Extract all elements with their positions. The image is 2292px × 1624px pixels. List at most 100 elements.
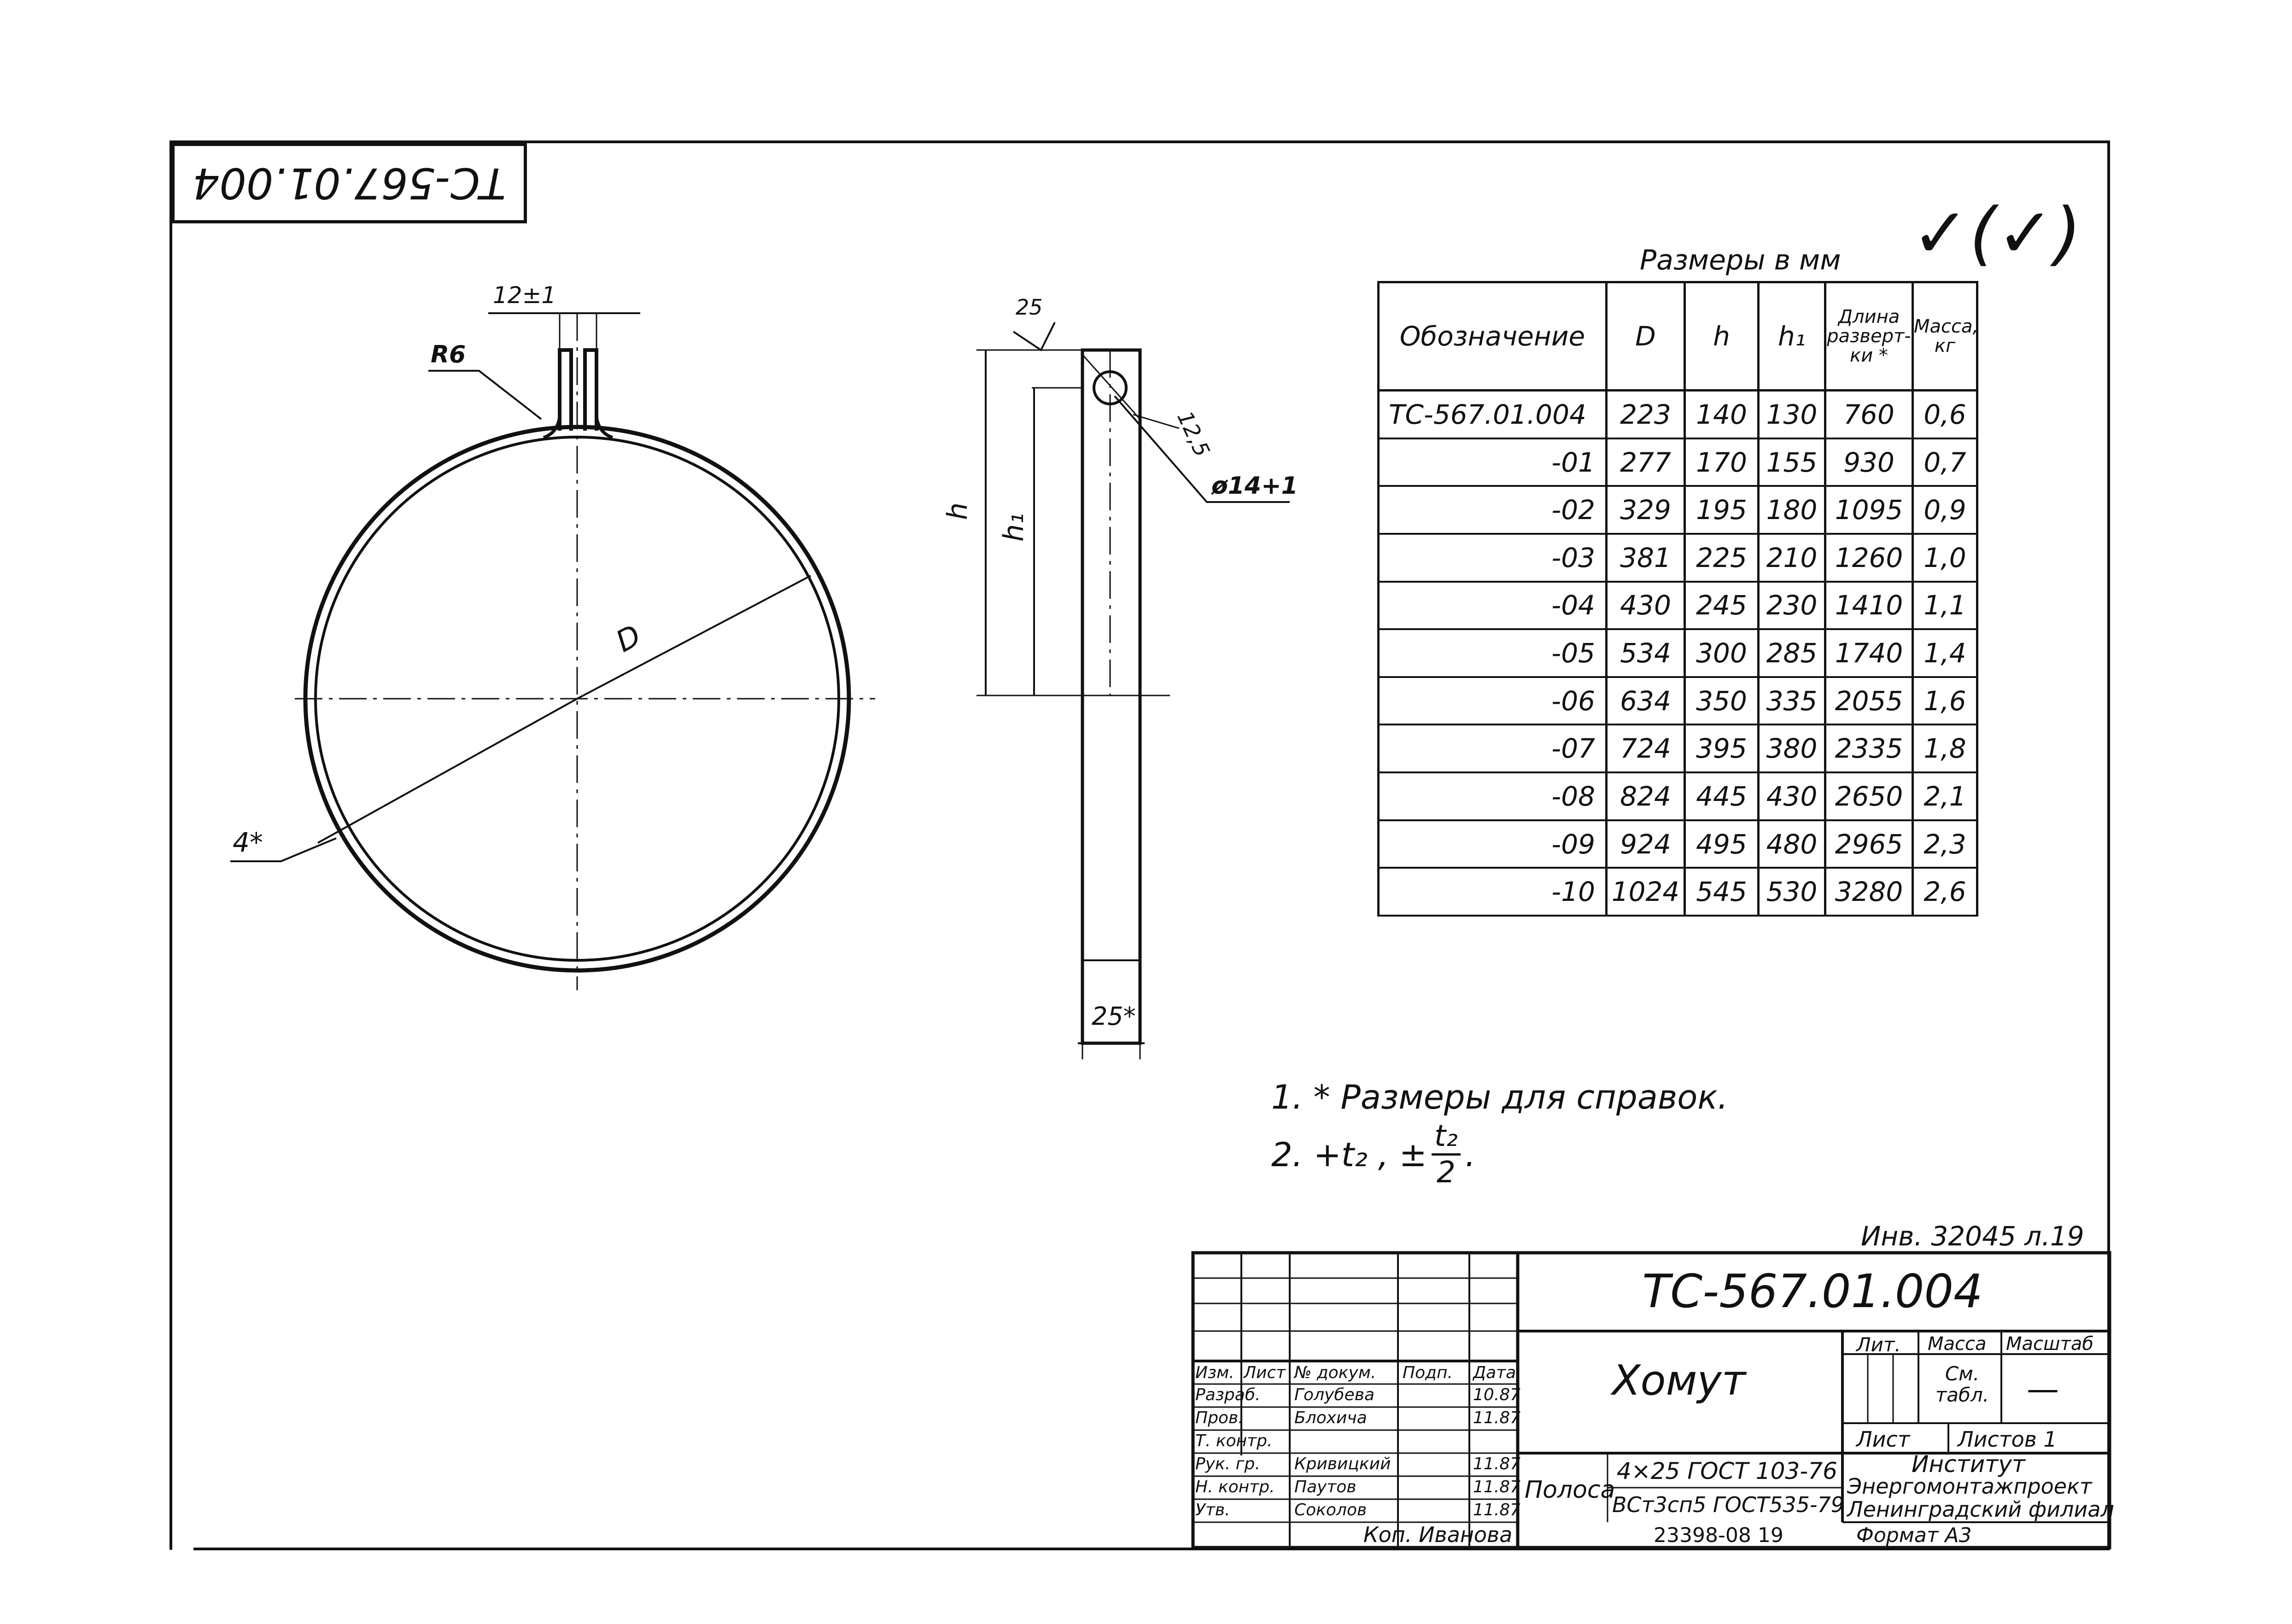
frame-top <box>170 140 2110 143</box>
tb-material-line1: 4×25 ГОСТ 103-76 <box>1617 1458 1837 1484</box>
table-cell: 130 <box>1757 389 1826 439</box>
table-cell: 2055 <box>1824 676 1914 726</box>
col-header-designation: Обозначение <box>1377 281 1608 391</box>
table-cell: 230 <box>1757 580 1826 631</box>
tb-sheets-label: Листов 1 <box>1958 1427 2057 1452</box>
tb-person-role: Н. контр. <box>1195 1478 1275 1496</box>
thickness-leader <box>230 837 337 862</box>
table-cell: 1740 <box>1824 628 1914 678</box>
table-cell: -03 <box>1377 533 1608 583</box>
tb-scale-label: Масштаб <box>2006 1333 2094 1355</box>
note2-end: . <box>1465 1135 1476 1174</box>
table-cell: 1410 <box>1824 580 1914 631</box>
table-cell: 824 <box>1605 771 1686 821</box>
table-cell: 445 <box>1684 771 1760 821</box>
table-cell: -04 <box>1377 580 1608 631</box>
tb-scale-value: — <box>2027 1370 2059 1408</box>
table-cell: 2335 <box>1824 724 1914 774</box>
tb-person-date: 11.87 <box>1473 1455 1521 1473</box>
table-cell: 0,7 <box>1912 437 1978 487</box>
dim-thickness: 4* <box>233 827 263 858</box>
table-cell: 1260 <box>1824 533 1914 583</box>
table-cell: 335 <box>1757 676 1826 726</box>
dim-hole: ø14+1 <box>1211 472 1298 500</box>
table-cell: 170 <box>1684 437 1760 487</box>
table-cell: 430 <box>1605 580 1686 631</box>
table-cell: 195 <box>1684 485 1760 535</box>
title-designation: ТС-567.01.004 <box>1642 1264 1983 1318</box>
tb-person-date: 11.87 <box>1473 1501 1521 1519</box>
tb-lit-label: Лит. <box>1856 1333 1901 1356</box>
note2-fraction-den: 2 <box>1437 1156 1456 1190</box>
note2-fraction: t₂ 2 <box>1432 1119 1461 1190</box>
table-caption: Размеры в мм <box>1640 244 1841 276</box>
table-cell: 634 <box>1605 676 1686 726</box>
radius-leader <box>428 370 542 420</box>
sizes-table: Обозначение D h h₁ Длина разверт-ки * Ма… <box>1377 281 1978 917</box>
table-cell: 495 <box>1684 819 1760 869</box>
table-cell: 140 <box>1684 389 1760 439</box>
diameter-dimension-line <box>577 575 811 700</box>
rotated-designation-stamp: ТС-567.01.004 <box>171 143 527 223</box>
tb-person-name: Голубева <box>1294 1385 1375 1404</box>
table-cell: 0,9 <box>1912 485 1978 535</box>
table-cell: 223 <box>1605 389 1686 439</box>
table-cell: 480 <box>1757 819 1826 869</box>
dim-roughness: 25 <box>1016 295 1043 320</box>
note2-fraction-num: t₂ <box>1432 1119 1461 1156</box>
table-cell: 0,6 <box>1912 389 1978 439</box>
tb-person-name: Кривицкий <box>1294 1455 1391 1473</box>
table-cell: 545 <box>1684 867 1760 917</box>
dim-bend-radius: R6 <box>431 341 466 368</box>
note-reference-sizes: 1. * Размеры для справок. <box>1271 1078 1728 1116</box>
table-header-row: Обозначение D h h₁ Длина разверт-ки * Ма… <box>1377 281 1978 391</box>
table-cell: 1,8 <box>1912 724 1978 774</box>
tb-label-date: Дата <box>1473 1363 1516 1382</box>
table-cell: 180 <box>1757 485 1826 535</box>
table-cell: 225 <box>1684 533 1760 583</box>
tb-material-label: Полоса <box>1525 1476 1615 1504</box>
tb-label-sign: Подп. <box>1403 1363 1453 1382</box>
tb-archive-number: 23398-08 19 <box>1654 1524 1783 1547</box>
hole-leader <box>1114 395 1290 503</box>
tb-person-role: Пров. <box>1195 1408 1244 1427</box>
tb-institute-line2: Энергомонтажпроект <box>1847 1474 2092 1499</box>
tb-label-izm: Изм. <box>1195 1363 1234 1382</box>
tb-copied-by: Коп. Иванова <box>1363 1522 1513 1547</box>
table-cell: 2,6 <box>1912 867 1978 917</box>
table-cell: -06 <box>1377 676 1608 726</box>
tb-institute-line3: Ленинградский филиал <box>1847 1497 2114 1522</box>
table-cell: 2650 <box>1824 771 1914 821</box>
table-cell: -07 <box>1377 724 1608 774</box>
table-cell: 1,1 <box>1912 580 1978 631</box>
table-cell: 2,1 <box>1912 771 1978 821</box>
note2-tolerance: +t₂ , ± <box>1313 1135 1427 1174</box>
table-cell: 380 <box>1757 724 1826 774</box>
roughness-check-mark: ✓(✓) <box>1912 193 2082 274</box>
tb-person-date: 11.87 <box>1473 1478 1521 1496</box>
tb-person-role: Т. контр. <box>1195 1431 1273 1450</box>
tb-sheet-label: Лист <box>1856 1427 1910 1452</box>
table-cell: 381 <box>1605 533 1686 583</box>
table-cell: 760 <box>1824 389 1914 439</box>
table-cell: 3280 <box>1824 867 1914 917</box>
table-cell: 1024 <box>1605 867 1686 917</box>
tb-mass-label: Масса <box>1928 1333 1987 1355</box>
dim-tab-width: 12±1 <box>493 282 556 309</box>
frame-left <box>170 140 172 1550</box>
dim-strip-width: 25* <box>1092 1002 1136 1031</box>
table-cell: 930 <box>1824 437 1914 487</box>
col-header-h1: h₁ <box>1757 281 1826 391</box>
title-name: Хомут <box>1612 1356 1746 1405</box>
table-cell: 924 <box>1605 819 1686 869</box>
